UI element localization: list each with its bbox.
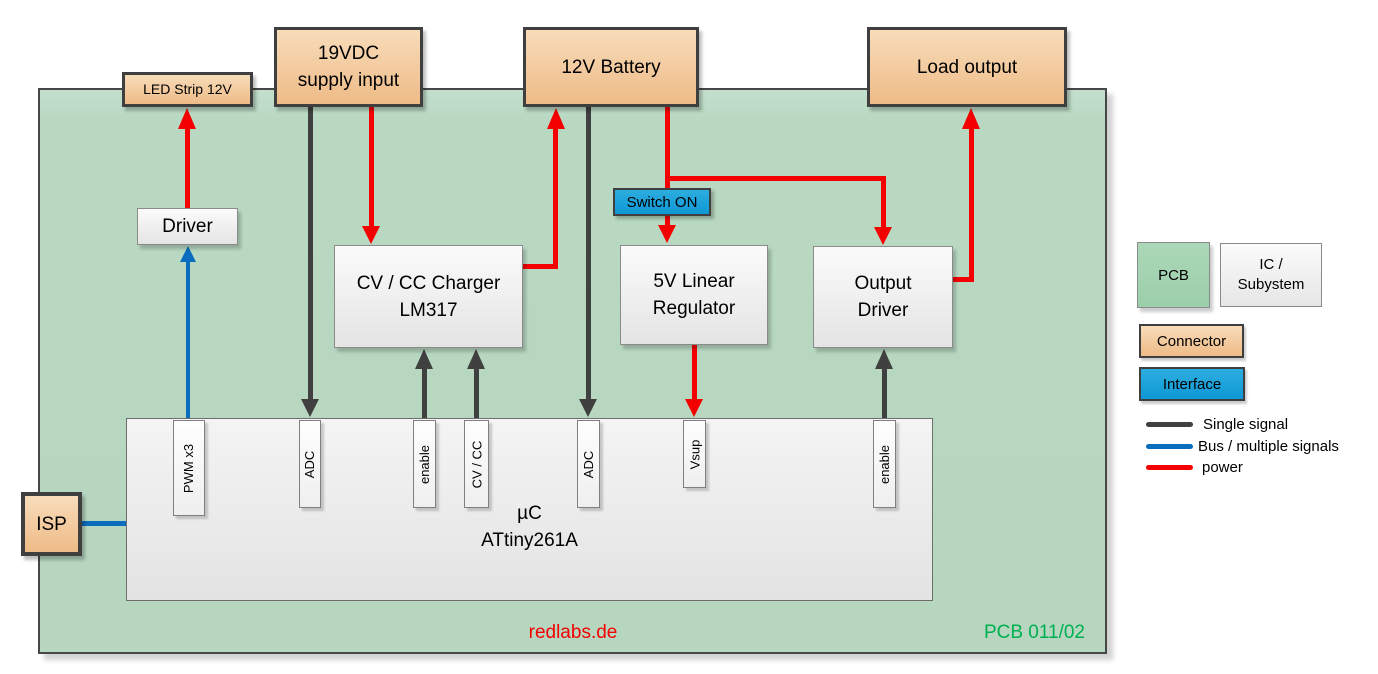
pin-cv-cc-label: CV / CC: [469, 440, 485, 488]
wire-output-to-load-v: [969, 128, 974, 282]
block-regulator-label-line2: Regulator: [652, 298, 736, 319]
pin-cv-cc: CV / CC: [464, 420, 489, 508]
pin-enable-charger: enable: [413, 420, 436, 508]
wire-regulator-to-vsup-arrowhead: [685, 399, 703, 417]
wire-supply-to-charger-arrowhead: [362, 226, 380, 244]
wire-battery-to-regulator: [665, 107, 670, 225]
wire-battery-to-output-h: [665, 176, 886, 181]
connector-led-strip: LED Strip 12V: [122, 72, 253, 107]
connector-battery-label: 12V Battery: [561, 56, 661, 78]
pin-adc-battery: ADC: [577, 420, 600, 508]
legend-ic-label-line1: IC /: [1259, 256, 1283, 273]
pin-adc-supply-label: ADC: [302, 450, 318, 478]
connector-load-output-label: Load output: [916, 56, 1018, 78]
pin-enable-charger-label: enable: [417, 444, 433, 484]
wire-pwm-to-driver: [186, 261, 190, 420]
legend-power-label: power: [1202, 459, 1243, 476]
wire-supply-to-charger: [369, 107, 374, 226]
interface-switch-on-label: Switch ON: [626, 193, 698, 211]
legend-bus-label: Bus / multiple signals: [1198, 438, 1339, 455]
wire-pwm-to-driver-arrowhead: [180, 246, 196, 262]
block-regulator: 5V Linear Regulator: [620, 245, 768, 345]
wire-driver-to-ledstrip: [185, 128, 190, 208]
legend-pcb-swatch: PCB: [1137, 242, 1210, 308]
legend-single-signal-line: [1146, 422, 1193, 427]
connector-led-strip-label: LED Strip 12V: [143, 81, 232, 97]
wire-cvcc-to-charger: [474, 368, 479, 420]
wire-battery-to-adc: [586, 107, 591, 400]
connector-supply-input: 19VDC supply input: [274, 27, 423, 107]
wire-enable-to-charger-arrowhead: [415, 349, 433, 369]
block-charger-label-line2: LM317: [399, 299, 458, 321]
wire-charger-to-battery-h: [523, 264, 558, 269]
legend-interface-swatch: Interface: [1139, 367, 1245, 401]
wire-isp-to-mcu: [82, 521, 127, 526]
wire-supply-to-adc: [308, 107, 313, 400]
wire-enable-to-charger: [422, 368, 427, 420]
connector-load-output: Load output: [867, 27, 1067, 107]
legend-single-signal-label: Single signal: [1203, 416, 1289, 433]
pin-vsup: Vsup: [683, 420, 706, 488]
block-regulator-label-line1: 5V Linear: [653, 271, 735, 292]
block-charger: CV / CC Charger LM317: [334, 245, 523, 348]
wire-charger-to-battery-v: [553, 128, 558, 269]
block-output-driver-label-line1: Output: [854, 273, 912, 294]
connector-supply-label-line1: 19VDC: [317, 43, 380, 64]
block-driver: Driver: [137, 208, 238, 245]
block-driver-label: Driver: [162, 216, 213, 237]
block-mcu: [126, 418, 933, 601]
block-mcu-label: µC ATtiny261A: [126, 500, 933, 554]
wire-supply-to-adc-arrowhead: [301, 399, 319, 417]
pin-vsup-label: Vsup: [687, 439, 703, 469]
legend-interface-label: Interface: [1162, 375, 1222, 393]
pin-adc-battery-label: ADC: [581, 450, 597, 478]
connector-isp: ISP: [21, 492, 82, 556]
connector-isp-label: ISP: [36, 513, 67, 535]
block-output-driver: Output Driver: [813, 246, 953, 348]
wire-driver-to-ledstrip-arrowhead: [178, 108, 196, 129]
wire-battery-to-output-v: [881, 176, 886, 227]
legend-connector-swatch: Connector: [1139, 324, 1244, 358]
pcb-board-id-label: PCB 011/02: [983, 622, 1085, 643]
legend-ic-swatch: IC / Subystem: [1220, 243, 1322, 307]
wire-battery-to-regulator-arrowhead: [658, 225, 676, 243]
wire-charger-to-battery-arrowhead: [547, 108, 565, 129]
connector-battery: 12V Battery: [523, 27, 699, 107]
block-charger-label-line1: CV / CC Charger: [356, 272, 501, 294]
block-mcu-label-line2: ATtiny261A: [481, 530, 578, 551]
connector-supply-label-line2: supply input: [297, 70, 400, 91]
pin-adc-supply: ADC: [299, 420, 321, 508]
wire-enable-to-output-arrowhead: [875, 349, 893, 369]
pcb-site-label: redlabs.de: [528, 622, 618, 643]
wire-battery-to-output-arrowhead: [874, 227, 892, 245]
block-output-driver-label-line2: Driver: [857, 300, 909, 321]
wire-output-to-load-arrowhead: [962, 108, 980, 129]
wire-enable-to-output: [882, 368, 887, 420]
pin-enable-output: enable: [873, 420, 896, 508]
legend-pcb-label: PCB: [1158, 266, 1189, 284]
pin-pwm-x3: PWM x3: [173, 420, 205, 516]
pin-pwm-x3-label: PWM x3: [181, 443, 197, 493]
block-mcu-label-line1: µC: [517, 503, 542, 524]
wire-regulator-to-vsup: [692, 345, 697, 399]
interface-switch-on: Switch ON: [613, 188, 711, 216]
wire-output-to-load-h: [952, 277, 974, 282]
wire-battery-to-adc-arrowhead: [579, 399, 597, 417]
legend-bus-line: [1146, 444, 1193, 449]
legend-ic-label-line2: Subystem: [1237, 276, 1305, 293]
pin-enable-output-label: enable: [877, 444, 893, 484]
legend-power-line: [1146, 465, 1193, 470]
legend-connector-label: Connector: [1156, 332, 1227, 350]
wire-cvcc-to-charger-arrowhead: [467, 349, 485, 369]
